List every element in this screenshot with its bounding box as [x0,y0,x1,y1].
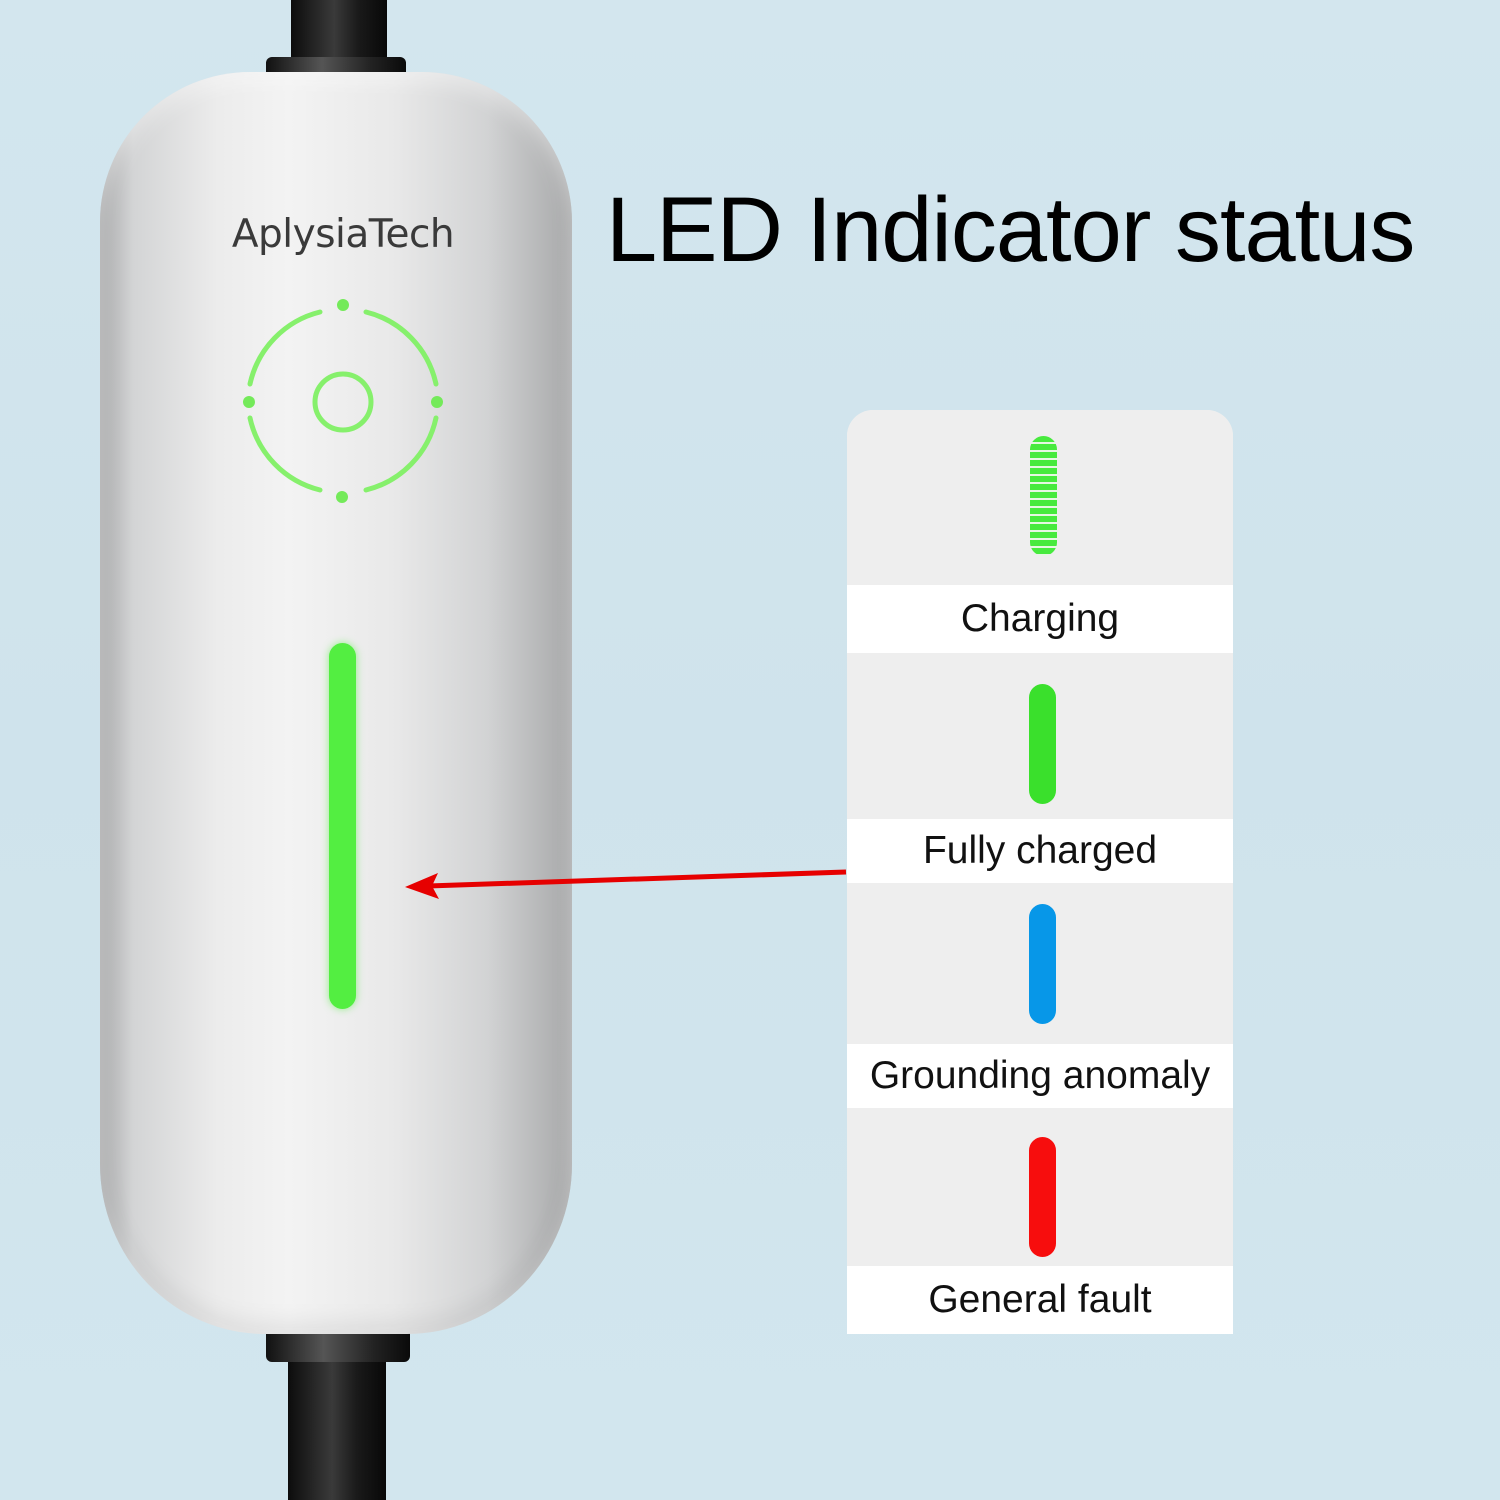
segmented-green-led-icon [1030,436,1057,556]
solid-green-led-icon [1029,684,1056,804]
legend-row-grounding-anomaly: Grounding anomaly [847,883,1233,1108]
legend-label: Grounding anomaly [847,1044,1233,1108]
blue-led-icon [1029,904,1056,1024]
legend-label: General fault [847,1266,1233,1334]
red-led-icon [1029,1137,1056,1257]
legend-row-fully-charged: Fully charged [847,653,1233,883]
page-title: LED Indicator status [606,179,1415,281]
legend-row-general-fault: General fault [847,1108,1233,1334]
led-status-legend: Charging Fully charged Grounding anomaly… [847,410,1233,1334]
charging-status-ring-icon [243,299,443,503]
brand-logo-text: AplysiaTech [231,212,455,257]
led-indicator-bar [329,643,356,1009]
legend-row-charging: Charging [847,410,1233,653]
legend-label: Fully charged [847,819,1233,883]
legend-label: Charging [847,585,1233,653]
